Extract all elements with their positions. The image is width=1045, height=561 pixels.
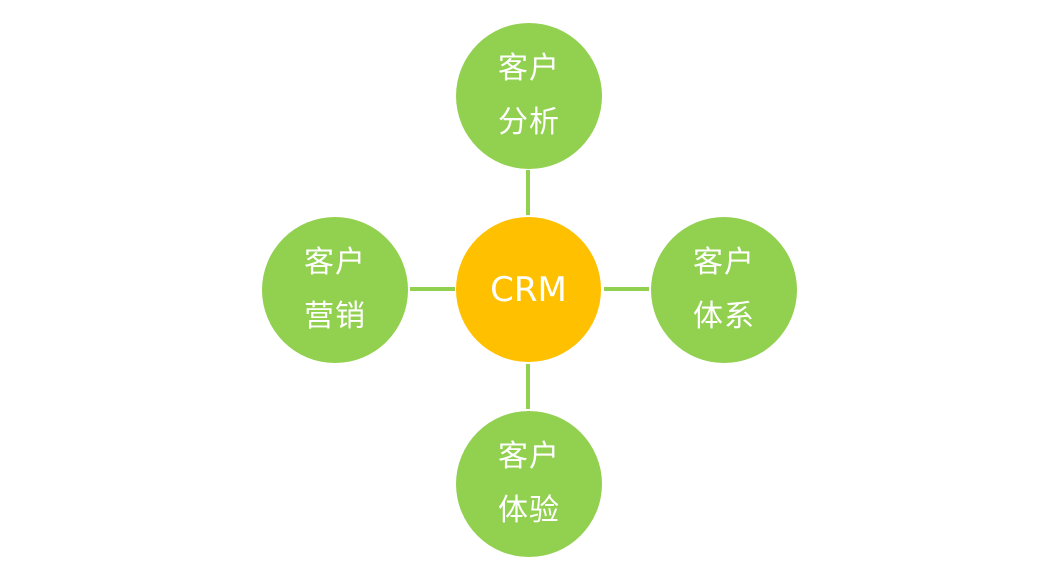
- node-label-customer-analysis: 客户 分析: [498, 51, 560, 140]
- connector-right: [604, 287, 649, 291]
- connector-left: [410, 287, 455, 291]
- center-node-label: CRM: [490, 269, 567, 310]
- connector-top: [526, 170, 530, 215]
- node-customer-marketing: 客户 营销: [262, 217, 408, 363]
- connector-bottom: [526, 364, 530, 409]
- node-label-customer-experience: 客户 体验: [498, 439, 560, 528]
- node-customer-experience: 客户 体验: [456, 411, 602, 557]
- node-label-customer-marketing: 客户 营销: [304, 245, 366, 334]
- node-customer-analysis: 客户 分析: [456, 23, 602, 169]
- node-customer-system: 客户 体系: [651, 217, 797, 363]
- center-node-crm: CRM: [456, 217, 601, 362]
- node-label-customer-system: 客户 体系: [693, 245, 755, 334]
